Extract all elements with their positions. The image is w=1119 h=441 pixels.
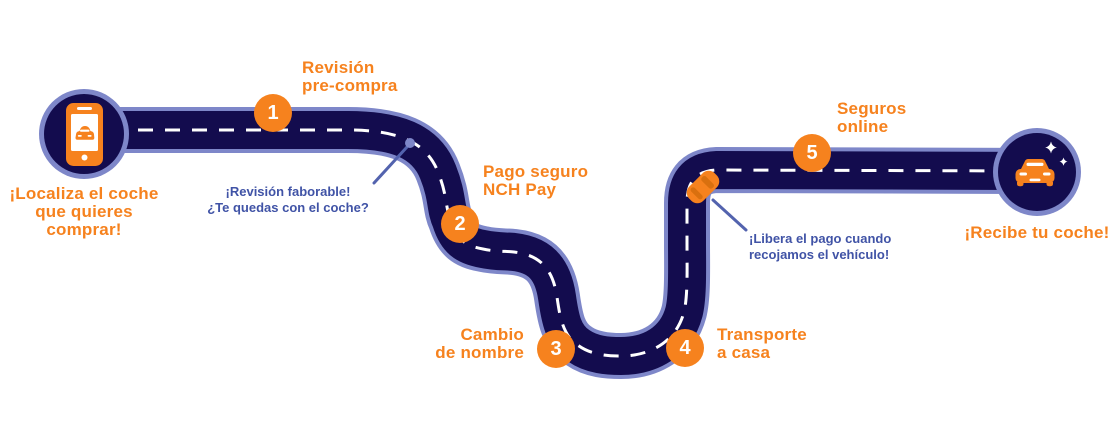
step-1-label: Revisión pre-compra bbox=[302, 58, 398, 95]
step-4-number: 4 bbox=[679, 336, 691, 359]
note-revision-favorable: ¡Revisión faborable! ¿Te quedas con el c… bbox=[207, 184, 369, 215]
note-dot bbox=[405, 138, 415, 148]
car-top-view-icon bbox=[686, 170, 720, 204]
note-line bbox=[372, 145, 409, 185]
road-centerline bbox=[84, 128, 1038, 358]
note-pointer-libera bbox=[711, 198, 748, 232]
road bbox=[84, 107, 1038, 379]
sparkle-small-icon bbox=[1059, 157, 1068, 166]
step-4-marker: 4 bbox=[666, 329, 704, 367]
smartphone-with-car-icon bbox=[66, 103, 103, 166]
car-with-sparkles-icon bbox=[1015, 141, 1068, 187]
step-3-label: Cambio de nombre bbox=[435, 325, 524, 362]
step-5-marker: 5 bbox=[793, 134, 831, 172]
note-pointer-revision bbox=[372, 138, 415, 185]
step-3-marker: 3 bbox=[537, 330, 575, 368]
sparkle-large-icon bbox=[1045, 141, 1057, 154]
step-3-number: 3 bbox=[550, 337, 562, 360]
step-5-number: 5 bbox=[806, 141, 818, 164]
start-node bbox=[39, 89, 129, 179]
step-5-label: Seguros online bbox=[837, 99, 907, 136]
end-label: ¡Recibe tu coche! bbox=[964, 223, 1110, 242]
step-2-number: 2 bbox=[454, 212, 466, 235]
step-4-label: Transporte a casa bbox=[717, 325, 807, 362]
step-2-marker: 2 bbox=[441, 205, 479, 243]
start-label: ¡Localiza el coche que quieres comprar! bbox=[9, 184, 159, 239]
note-libera-pago: ¡Libera el pago cuando recojamos el vehí… bbox=[749, 231, 892, 262]
step-2-label: Pago seguro NCH Pay bbox=[483, 162, 589, 199]
end-node bbox=[993, 128, 1081, 216]
step-1-marker: 1 bbox=[254, 94, 292, 132]
step-1-number: 1 bbox=[267, 101, 279, 124]
